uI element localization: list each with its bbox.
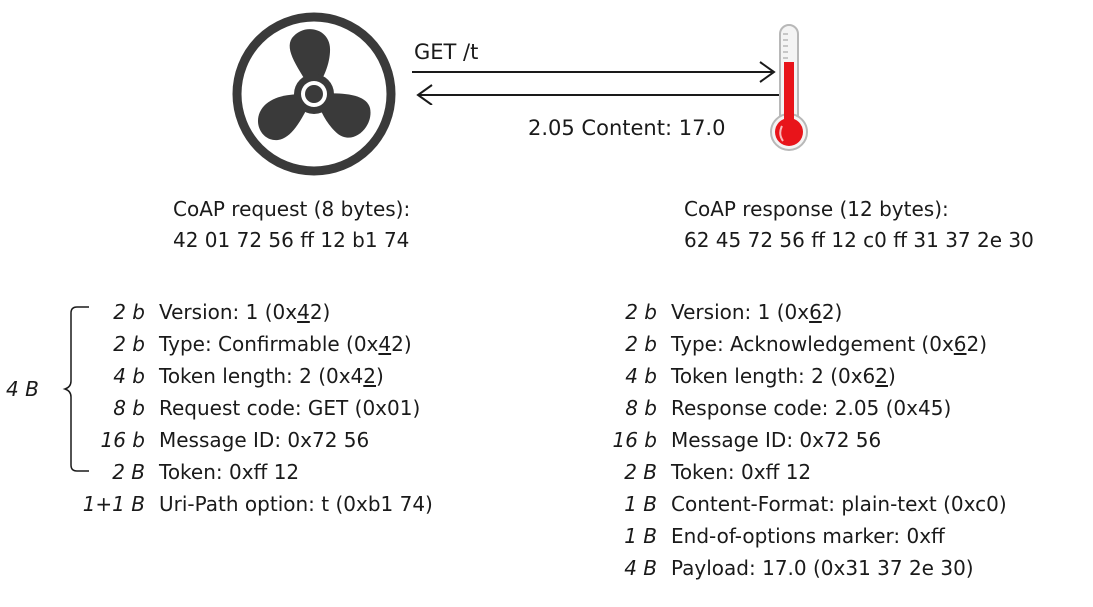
request-bit-highlight: 4 — [378, 332, 392, 356]
response-fields: 2 b Version: 1 (0x62) 2 b Type: Acknowledge… — [585, 296, 1007, 584]
request-field-desc: Token length: 2 (0x42) — [159, 364, 384, 388]
request-bit-highlight: 4 — [297, 300, 310, 324]
response-field-desc: Version: 1 (0x62) — [671, 300, 843, 324]
response-field-row: 4 B Payload: 17.0 (0x31 37 2e 30) — [585, 552, 1007, 584]
response-field-desc: End-of-options marker: 0xff — [671, 524, 945, 548]
fan-icon — [232, 12, 396, 176]
request-field-desc: Message ID: 0x72 56 — [159, 428, 370, 452]
request-field-desc: Request code: GET (0x01) — [159, 396, 421, 420]
request-fields: 2 b Version: 1 (0x42) 2 b Type: Confirmable… — [60, 296, 433, 520]
request-field-row: 2 B Token: 0xff 12 — [60, 456, 433, 488]
response-field-desc: Type: Acknowledgement (0x62) — [671, 332, 988, 356]
response-bit-highlight: 2 — [875, 364, 889, 388]
response-field-size: 1 B — [624, 524, 657, 548]
response-field-row: 1 B Content-Format: plain-text (0xc0) — [585, 488, 1007, 520]
response-field-row: 2 b Version: 1 (0x62) — [585, 296, 1007, 328]
message-arrows — [412, 61, 782, 105]
request-field-row: 2 b Version: 1 (0x42) — [60, 296, 433, 328]
response-field-row: 2 B Token: 0xff 12 — [585, 456, 1007, 488]
response-field-size: 16 b — [612, 428, 657, 452]
thermometer-icon — [770, 24, 808, 151]
response-field-desc: Content-Format: plain-text (0xc0) — [671, 492, 1007, 516]
request-field-desc: Version: 1 (0x42) — [159, 300, 331, 324]
request-bytes: 42 01 72 56 ff 12 b1 74 — [173, 228, 410, 252]
response-bit-highlight: 6 — [809, 300, 822, 324]
response-field-size: 2 B — [624, 460, 657, 484]
response-field-size: 8 b — [625, 396, 657, 420]
response-title: CoAP response (12 bytes): — [684, 197, 949, 221]
request-field-row: 8 b Request code: GET (0x01) — [60, 392, 433, 424]
request-field-row: 1+1 B Uri-Path option: t (0xb1 74) — [60, 488, 433, 520]
request-bit-highlight: 2 — [363, 364, 377, 388]
header-size-label: 4 B — [6, 377, 39, 401]
response-field-row: 4 b Token length: 2 (0x62) — [585, 360, 1007, 392]
response-field-row: 16 b Message ID: 0x72 56 — [585, 424, 1007, 456]
request-field-desc: Type: Confirmable (0x42) — [159, 332, 412, 356]
request-field-row: 2 b Type: Confirmable (0x42) — [60, 328, 433, 360]
response-field-size: 4 b — [625, 364, 657, 388]
response-field-desc: Payload: 17.0 (0x31 37 2e 30) — [671, 556, 974, 580]
request-field-size: 8 b — [113, 396, 145, 420]
response-field-row: 8 b Response code: 2.05 (0x45) — [585, 392, 1007, 424]
response-field-size: 4 B — [624, 556, 657, 580]
request-title: CoAP request (8 bytes): — [173, 197, 411, 221]
request-field-size: 1+1 B — [82, 492, 145, 516]
request-field-row: 4 b Token length: 2 (0x42) — [60, 360, 433, 392]
request-field-desc: Uri-Path option: t (0xb1 74) — [159, 492, 433, 516]
response-bytes: 62 45 72 56 ff 12 c0 ff 31 37 2e 30 — [684, 228, 1034, 252]
response-field-desc: Response code: 2.05 (0x45) — [671, 396, 952, 420]
response-bit-highlight: 6 — [953, 332, 967, 356]
response-field-row: 1 B End-of-options marker: 0xff — [585, 520, 1007, 552]
request-label: GET /t — [414, 40, 479, 64]
request-field-size: 2 B — [112, 460, 145, 484]
request-field-desc: Token: 0xff 12 — [159, 460, 300, 484]
request-field-size: 2 b — [113, 300, 145, 324]
request-field-size: 16 b — [100, 428, 145, 452]
response-field-size: 2 b — [625, 300, 657, 324]
response-field-desc: Token: 0xff 12 — [671, 460, 812, 484]
response-field-row: 2 b Type: Acknowledgement (0x62) — [585, 328, 1007, 360]
response-field-desc: Token length: 2 (0x62) — [671, 364, 896, 388]
response-label: 2.05 Content: 17.0 — [528, 116, 726, 140]
request-field-size: 2 b — [113, 332, 145, 356]
response-field-desc: Message ID: 0x72 56 — [671, 428, 882, 452]
request-field-row: 16 b Message ID: 0x72 56 — [60, 424, 433, 456]
response-field-size: 2 b — [625, 332, 657, 356]
response-field-size: 1 B — [624, 492, 657, 516]
header-brace — [62, 306, 89, 472]
request-field-size: 4 b — [113, 364, 145, 388]
